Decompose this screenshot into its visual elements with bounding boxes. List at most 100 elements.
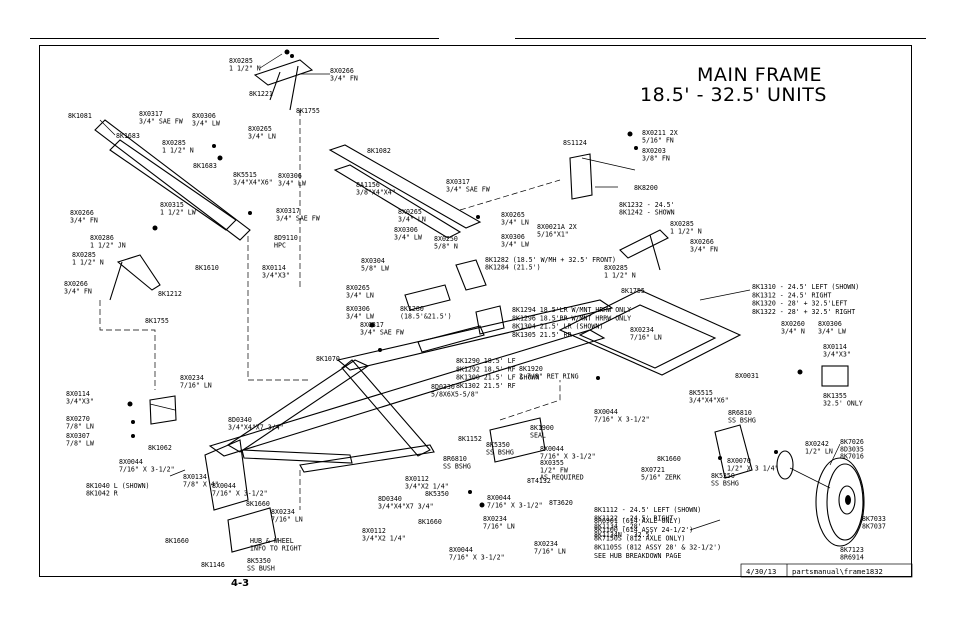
- axle-8k1112: [714, 424, 753, 479]
- part-label-l74-line1: 8K1900: [530, 424, 554, 432]
- part-label-l74-line2: SEAL: [530, 431, 546, 439]
- part-label-l01-line1: 8X0285: [229, 57, 253, 65]
- part-label-l68-line2: 8K1042 R: [86, 489, 118, 497]
- part-label-l103-line4: 8K1134N - 32.5': [594, 531, 654, 539]
- part-label-l102-line2: 8D3035: [840, 445, 864, 453]
- part-label-l94-line2: 7/16" LN: [534, 547, 566, 555]
- part-label-l61-line1: 8X0234: [180, 374, 204, 382]
- part-label-l100-line2: SS BSHG: [711, 479, 739, 487]
- part-label-l60-line2: 32.5' ONLY: [823, 399, 863, 407]
- part-label-l18-line1: 8X0285: [72, 251, 96, 259]
- drawing-date: 4/30/13: [746, 567, 776, 576]
- part-label-l08-line1: 8X0265: [248, 125, 272, 133]
- part-label-l86-line2: 3/4"X2 1/4": [362, 534, 406, 542]
- part-label-l34-line1: 8X0265: [346, 284, 370, 292]
- part-label-l99-line2: 5/16" ZERK: [641, 473, 681, 481]
- part-label-l55-line2: 3/4" N: [781, 327, 805, 335]
- part-label-l10-line1: 8X0285: [162, 139, 186, 147]
- part-label-l56-line2: 3/4" LW: [818, 327, 846, 335]
- part-label-l66-line2: 3/4"X4"X7 3/4": [228, 423, 284, 431]
- part-label-l16-line2: 3/4" FN: [70, 216, 98, 224]
- wheel-assembly: [776, 450, 865, 547]
- part-label-l45-line2: 1 1/2" N: [670, 227, 702, 235]
- part-label-l100-line1: 8K5350: [711, 472, 735, 480]
- part-label-l48-line2: 1 1/2" N: [604, 271, 636, 279]
- part-label-l07-line2: 3/4" LW: [192, 119, 220, 127]
- part-label-l29-line2: 3/4" LN: [501, 218, 529, 226]
- part-label-l103-line3: 8K1134 - 28': [594, 523, 642, 531]
- part-label-l75-line2: 7/16" X 3-1/2": [540, 452, 596, 460]
- part-label-l90-line1: HUB & WHEEL: [250, 537, 294, 545]
- part-label-l81-line1: 8X0112: [405, 475, 429, 483]
- part-label-l93-line1: 8X0044: [449, 546, 473, 554]
- part-label-l99-line1: 8X0721: [641, 466, 665, 474]
- part-label-l27-line1: 8X0265: [398, 208, 422, 216]
- part-label-l02-line1: 8X0266: [330, 67, 354, 75]
- leader-lines: [99, 53, 841, 531]
- part-label-l91-line1: 8K5350: [247, 557, 271, 565]
- part-label-l79-line2: 7/16" X 3-1/2": [487, 501, 543, 509]
- part-label-l50-line2: 8K1296 18.5'RR W/MNT HRRW ONLY: [512, 314, 631, 322]
- drawing-frame: [39, 45, 912, 577]
- part-label-l55-line1: 8X0260: [781, 320, 805, 328]
- part-label-l69-line1: 8X0134: [183, 473, 207, 481]
- part-label-l29-line1: 8X0265: [501, 211, 525, 219]
- part-label-l16-line1: 8X0266: [70, 209, 94, 217]
- hitch-arm-8k1081: [94, 119, 251, 241]
- part-label-l67-line2: 7/16" X 3-1/2": [119, 465, 175, 473]
- part-label-l27-line2: 3/4" LN: [398, 215, 426, 223]
- part-label-l50-line1: 8K1294 18.5'LR W/MNT HRRW ONLY: [512, 306, 631, 314]
- part-label-l86-line1: 8X0112: [362, 527, 386, 535]
- part-label-l34-line2: 3/4" LN: [346, 291, 374, 299]
- main-frame-rail-front: [208, 329, 606, 457]
- part-label-l24-line1: 8K1082: [367, 147, 391, 155]
- part-label-l96-line2: SS BSHG: [728, 416, 756, 424]
- part-label-l51-line1: 8K1310 - 24.5' LEFT (SHOWN): [752, 283, 859, 291]
- part-label-l60-line1: 8K1355: [823, 392, 847, 400]
- part-label-l18-line2: 1 1/2" N: [72, 258, 104, 266]
- part-label-l26-line1: 8X0317: [446, 178, 470, 186]
- part-label-l07-line1: 8X0306: [192, 112, 216, 120]
- part-label-l101-line1: 8X0070: [727, 457, 751, 465]
- part-label-l65-line1: 8K1062: [148, 444, 172, 452]
- part-label-l96-line1: 8R6810: [728, 409, 752, 417]
- part-label-l15-line1: 8X0315: [160, 201, 184, 209]
- part-label-l41-line1: 8X0203: [642, 147, 666, 155]
- part-label-l38-line2: (18.5'&21.5'): [400, 312, 452, 320]
- part-label-l33-line1: 8X0304: [361, 257, 385, 265]
- part-label-l20-line1: 8K1212: [158, 290, 182, 298]
- part-label-l28-line1: 8X0306: [394, 226, 418, 234]
- part-label-l57-line2: 3/4"X3": [823, 350, 851, 358]
- part-label-l31-line1: 8X0250: [434, 235, 458, 243]
- part-label-l33-line2: 5/8" LW: [361, 264, 389, 272]
- part-label-l80-line2: 1/2" FW: [540, 466, 568, 474]
- part-label-l87-line1: 8K1660: [418, 518, 442, 526]
- part-label-l32-line1: 8X0114: [262, 264, 286, 272]
- part-label-l89-line1: 8K1660: [165, 537, 189, 545]
- wing-rail-lower: [333, 164, 462, 239]
- part-label-l19-line1: 8X0266: [64, 280, 88, 288]
- part-label-l40-line2: 5/16" FN: [642, 136, 674, 144]
- part-label-l02-line2: 3/4" FN: [330, 74, 358, 82]
- part-label-l66-line1: 8D0340: [228, 416, 252, 424]
- part-label-l53-line2: 8K1292 18.5' RF: [456, 365, 516, 373]
- part-label-l69-line2: 7/8" X 4": [183, 480, 219, 488]
- part-label-l11-line1: 8K1683: [193, 162, 217, 170]
- part-label-l104-line5: SEE HUB BREAKDOWN PAGE: [594, 552, 681, 560]
- header-rule-right: [515, 38, 926, 39]
- part-label-l72-line2: 7/16" LN: [271, 515, 303, 523]
- main-frame-side-left: [226, 359, 370, 453]
- part-label-l54-line1: 8D0330: [431, 383, 455, 391]
- part-label-l45-line1: 8X0285: [670, 220, 694, 228]
- part-label-l104-line1: 8R6901 (614 AXLE ONLY): [594, 517, 681, 525]
- frame-linework: [94, 59, 849, 553]
- main-frame-side-mid: [341, 359, 431, 457]
- part-label-l80-line3: AS REQUIRED: [540, 474, 584, 482]
- part-label-l62-line2: 3/4"X3": [66, 397, 94, 405]
- part-label-l44-line1: 8K1232 - 24.5': [619, 201, 675, 209]
- part-label-l80-line1: 8X0355: [540, 459, 564, 467]
- main-frame-crossbar-lower: [299, 444, 435, 473]
- part-label-l93-line2: 7/16" X 3-1/2": [449, 553, 505, 561]
